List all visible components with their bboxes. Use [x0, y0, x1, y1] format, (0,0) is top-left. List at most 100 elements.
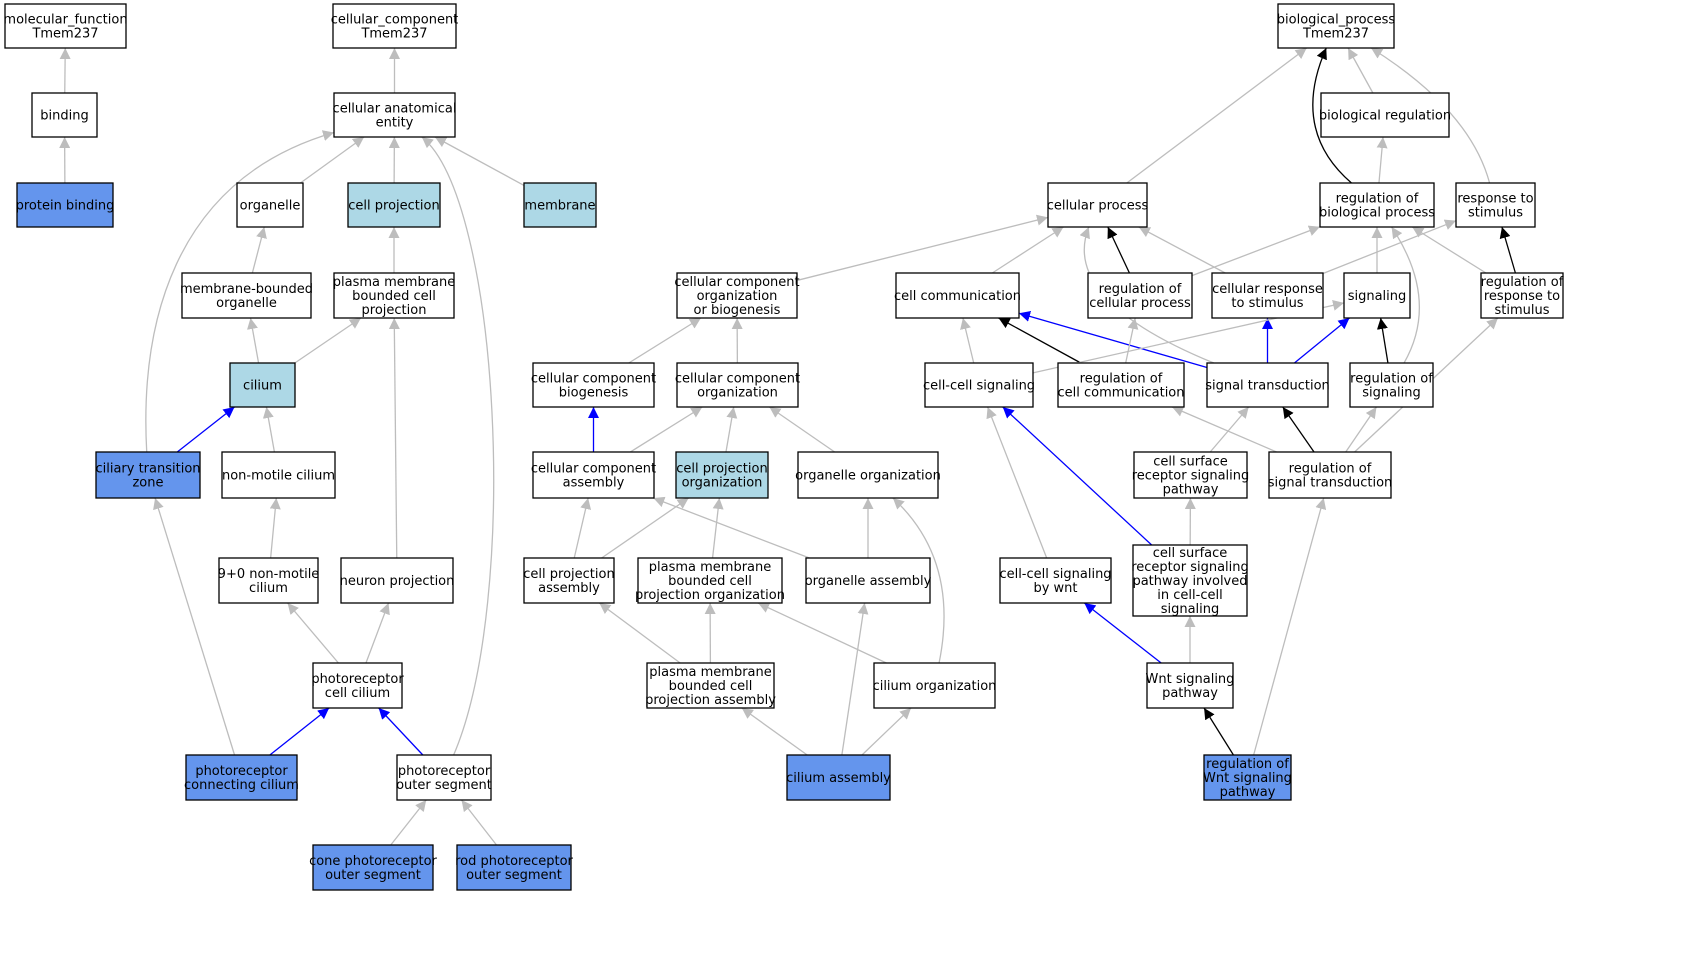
node-box	[797, 451, 939, 499]
node-label-line: Wnt signaling	[1146, 672, 1235, 687]
edge-line	[725, 406, 738, 453]
go-term-node-binding[interactable]: binding	[31, 92, 98, 138]
go-term-node-neuproj[interactable]: neuron projection	[340, 557, 455, 604]
go-term-node-cellproc[interactable]: cellular process	[1047, 182, 1149, 228]
edge-line	[1203, 707, 1234, 756]
node-box	[676, 362, 799, 408]
node-label-line: signaling	[1362, 386, 1421, 401]
edge-ccasm-to-ccorg	[629, 406, 703, 453]
go-term-node-cilium[interactable]: cilium	[229, 362, 296, 408]
node-box	[637, 557, 783, 604]
edge-line	[1191, 225, 1321, 277]
go-term-node-cellcomm[interactable]: cell communication	[894, 272, 1021, 319]
node-box	[1319, 182, 1435, 228]
edge-line	[1107, 226, 1131, 274]
edge-nmc90-to-nmc	[269, 497, 281, 559]
go-term-node-orgasm[interactable]: organelle assembly	[805, 557, 932, 604]
go-term-node-organelle[interactable]: organelle	[236, 182, 304, 228]
edge-line	[1391, 226, 1420, 364]
edge-line	[796, 214, 1049, 282]
node-label-line: entity	[376, 116, 414, 131]
go-term-node-ciliumasm[interactable]: cilium assembly	[786, 754, 891, 801]
edge-regcp-to-regbp	[1191, 225, 1321, 277]
edge-biolreg-to-bp	[1347, 47, 1374, 94]
edge-line	[861, 707, 912, 756]
go-term-node-signaling[interactable]: signaling	[1343, 272, 1411, 319]
go-term-node-cellproj[interactable]: cell projection	[347, 182, 441, 228]
edge-ciliumasm-to-ciliumorg	[861, 707, 912, 756]
edge-prconn-to-prcc	[269, 707, 330, 756]
node-label-line: organelle organization	[795, 469, 941, 484]
go-term-node-membrane[interactable]: membrane	[523, 182, 597, 228]
node-box	[532, 451, 655, 499]
go-term-node-ccsig[interactable]: cell-cell signaling	[923, 362, 1035, 408]
edge-pmbcpo-to-cporg	[711, 497, 724, 559]
edge-line	[1282, 406, 1315, 453]
node-box	[340, 557, 454, 604]
node-label-line: bounded cell	[669, 679, 753, 694]
edge-regwnt-to-regst	[1253, 497, 1327, 756]
node-label-line: cell communication	[1057, 386, 1184, 401]
edge-ccsig-to-cellcomm	[960, 317, 975, 364]
edge-line	[1083, 602, 1162, 664]
edge-regst-to-regsig	[1345, 406, 1378, 453]
go-term-node-sigtrans[interactable]: signal transduction	[1205, 362, 1330, 408]
edge-line	[145, 130, 335, 453]
edge-csrspcc-to-ccsig	[1002, 406, 1153, 546]
edge-ciliumasm-to-pmbcpa	[741, 707, 808, 756]
go-term-node-protbind[interactable]: protein binding	[16, 182, 115, 228]
edge-membrane-to-cae	[434, 136, 525, 186]
go-term-node-nmc[interactable]: non-motile cilium	[221, 451, 336, 499]
go-term-node-biolreg[interactable]: biological regulation	[1319, 92, 1451, 138]
edge-line	[269, 707, 330, 756]
node-label-line: photoreceptor	[398, 764, 491, 779]
node-box	[332, 3, 457, 49]
node-box	[95, 451, 201, 499]
edge-orgorg-to-ccorg	[769, 406, 836, 453]
edge-line	[176, 406, 235, 453]
go-term-node-orgorg[interactable]: organelle organization	[795, 451, 941, 499]
node-label-line: organization	[697, 289, 778, 304]
node-label-line: zone	[132, 476, 163, 491]
node-label-line: cellular component	[674, 275, 799, 290]
edge-line	[1209, 406, 1250, 453]
edge-line	[986, 406, 1048, 559]
go-term-node-ciliumorg[interactable]: cilium organization	[873, 662, 997, 709]
edge-line	[421, 136, 495, 756]
